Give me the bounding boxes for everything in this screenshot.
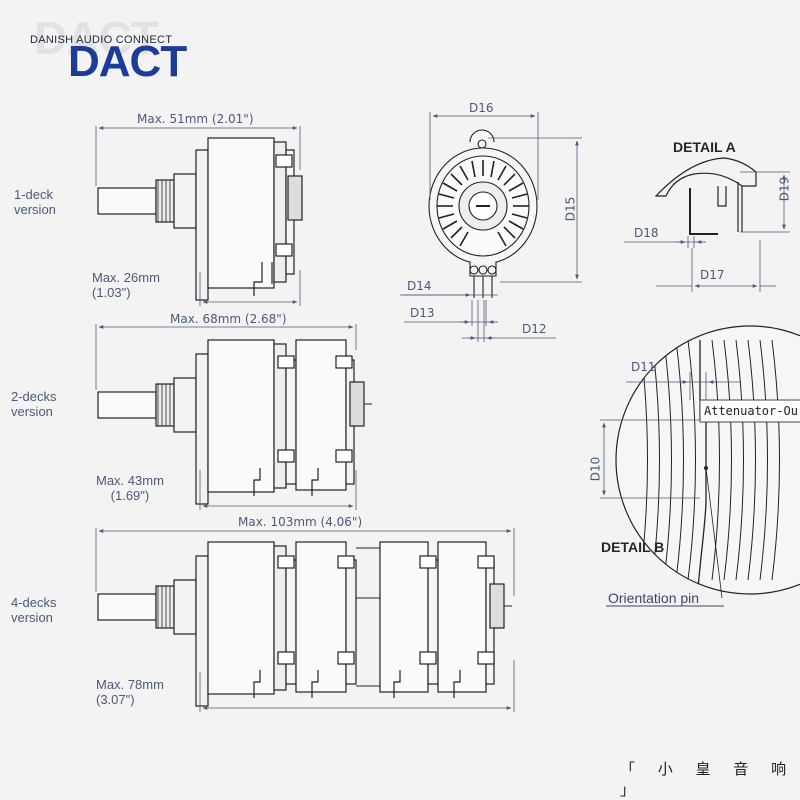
- dim-d13: D13: [410, 306, 435, 320]
- logo-brand: DACT: [68, 37, 187, 86]
- two-deck-drawing: [97, 339, 372, 505]
- dim-d15: D15: [563, 196, 578, 222]
- one-deck-label: 1-deck version: [14, 187, 56, 217]
- four-deck-drawing: [97, 541, 512, 707]
- detail-a-drawing: [654, 157, 757, 235]
- detail-a-title: DETAIL A: [673, 139, 736, 155]
- dim-d10: D10: [588, 456, 603, 482]
- logo-company-name: DANISH AUDIO CONNECT: [30, 34, 173, 46]
- orientation-pin-underline: [606, 605, 724, 607]
- orientation-pin-label: Orientation pin: [608, 590, 700, 606]
- four-deck-dimensions: [95, 528, 515, 712]
- logo-ghost-text: DACT: [34, 12, 159, 64]
- one-deck-dimensions: [95, 126, 301, 306]
- one-deck-drawing: [97, 137, 303, 301]
- two-deck-length: Max. 68mm (2.68"): [170, 312, 287, 326]
- dim-d19: D19: [777, 176, 792, 202]
- dim-d18: D18: [634, 226, 659, 240]
- dim-d17: D17: [700, 268, 725, 282]
- four-deck-depth: Max. 78mm (3.07"): [96, 677, 164, 707]
- detail-b-dimensions: [600, 372, 740, 599]
- four-deck-label: 4-decks version: [11, 595, 57, 625]
- dim-d11: D11: [631, 360, 656, 374]
- attenuator-part-text: Attenuator-Ou: [704, 404, 798, 418]
- front-view-dimensions: [400, 112, 582, 342]
- front-view-drawing: [428, 129, 538, 298]
- dim-d14: D14: [407, 279, 432, 293]
- dim-d16: D16: [469, 101, 494, 115]
- one-deck-length: Max. 51mm (2.01"): [137, 112, 254, 126]
- detail-a-dimensions: [624, 171, 790, 292]
- dim-d12: D12: [522, 322, 547, 336]
- detail-b-title: DETAIL B: [601, 539, 665, 555]
- one-deck-depth: Max. 26mm (1.03"): [92, 270, 160, 300]
- two-deck-label: 2-decks version: [11, 389, 57, 419]
- two-deck-depth: Max. 43mm (1.69"): [96, 473, 164, 503]
- two-deck-dimensions: [95, 324, 357, 510]
- watermark-text: 「 小 皇 音 响 」: [620, 760, 796, 799]
- four-deck-length: Max. 103mm (4.06"): [238, 515, 363, 529]
- detail-b-circle: [615, 325, 800, 595]
